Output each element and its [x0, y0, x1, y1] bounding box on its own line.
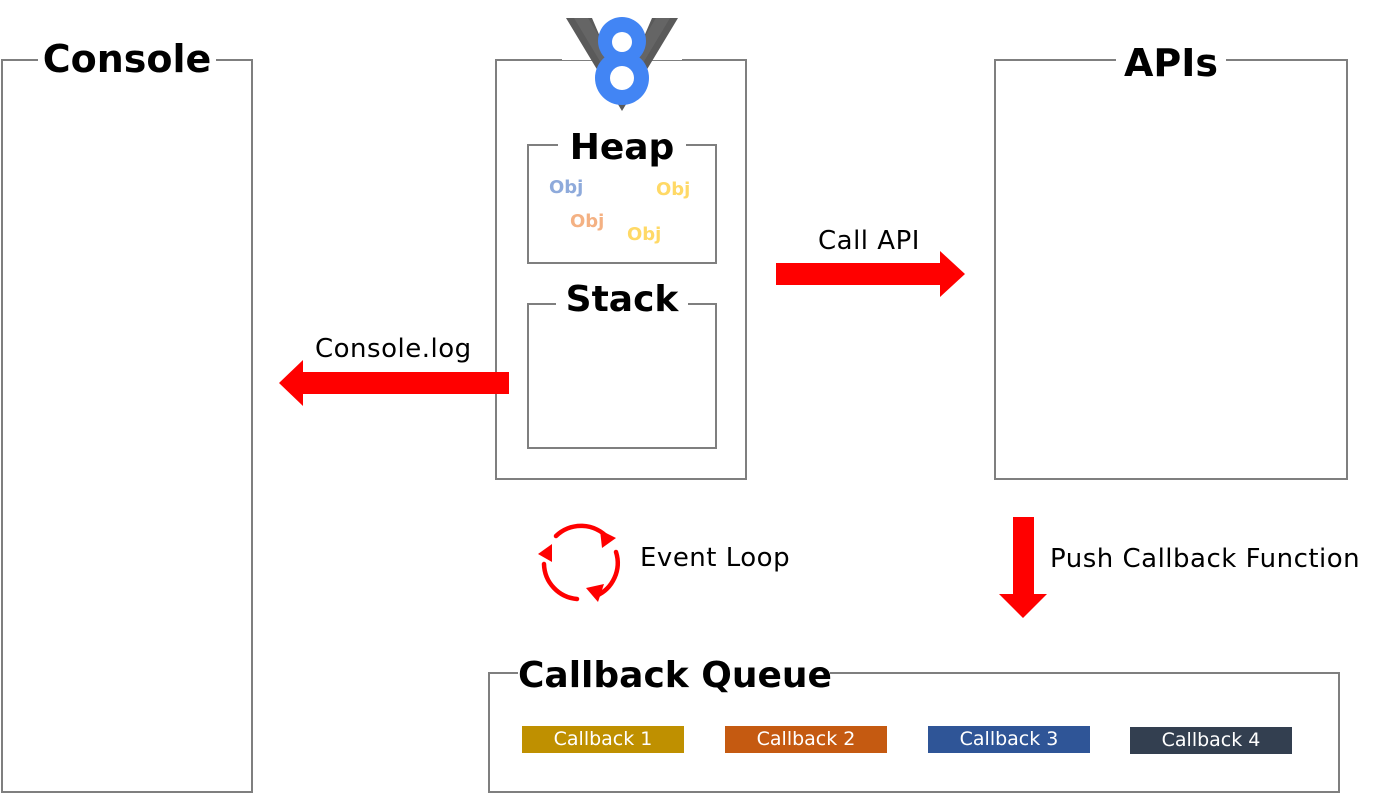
- callback-item: Callback 4: [1130, 727, 1292, 754]
- callback-item: Callback 1: [522, 726, 684, 753]
- heap-object: Obj: [627, 224, 662, 245]
- heap-object: Obj: [656, 179, 691, 200]
- call-api-label: Call API: [818, 226, 920, 256]
- heap-title: Heap: [558, 130, 686, 166]
- heap-object: Obj: [570, 211, 605, 232]
- callback-queue-box: [488, 672, 1340, 793]
- push-callback-label: Push Callback Function: [1050, 544, 1361, 574]
- console-log-label: Console.log: [315, 334, 472, 364]
- cycle-icon: [538, 523, 620, 602]
- stack-title: Stack: [556, 282, 688, 318]
- console-title: Console: [38, 40, 216, 82]
- event-loop-label: Event Loop: [640, 543, 791, 573]
- heap-object: Obj: [549, 177, 584, 198]
- v8-logo-icon: [562, 14, 682, 111]
- callback-item: Callback 3: [928, 726, 1090, 753]
- callback-item: Callback 2: [725, 726, 887, 753]
- callback-queue-title: Callback Queue: [518, 655, 832, 696]
- apis-title: APIs: [1116, 44, 1226, 82]
